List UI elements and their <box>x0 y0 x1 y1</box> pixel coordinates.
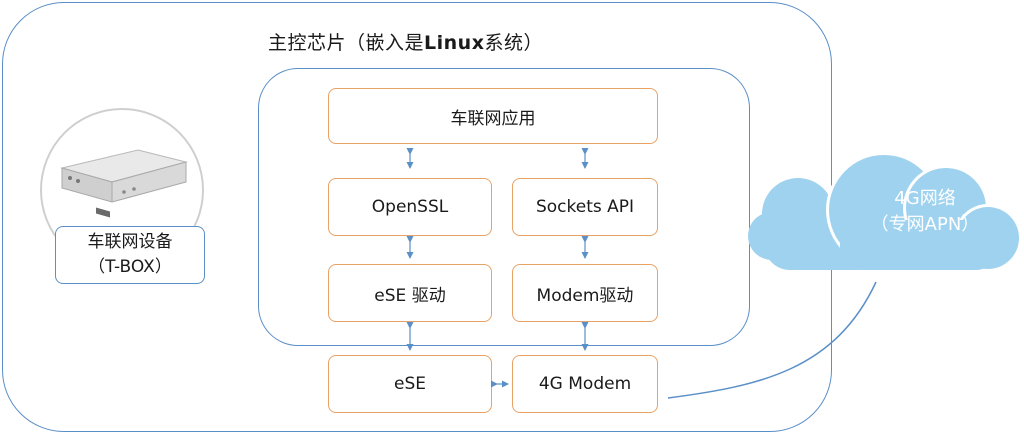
device-model: （T-BOX） <box>88 257 172 277</box>
vehicle-app-module: 车联网应用 <box>328 88 658 144</box>
ese-module: eSE <box>328 355 492 413</box>
cloud-icon <box>748 152 1022 272</box>
network-apn: （专网APN） <box>870 214 980 235</box>
network-label: 4G网络 （专网APN） <box>850 186 1000 238</box>
ese-driver-module: eSE 驱动 <box>328 264 492 322</box>
vehicle-device-label: 车联网设备 （T-BOX） <box>55 226 205 284</box>
main-chip-container <box>258 68 750 346</box>
tbox-device-icon <box>60 149 188 218</box>
wireless-link-line <box>667 281 877 399</box>
device-name: 车联网设备 <box>87 232 173 252</box>
4g-modem-module: 4G Modem <box>512 355 658 413</box>
modem-driver-module: Modem驱动 <box>512 264 658 322</box>
sockets-api-module: Sockets API <box>512 178 658 236</box>
chip-title: 主控芯片（嵌入是Linux系统） <box>268 32 543 54</box>
network-name: 4G网络 <box>894 188 956 209</box>
connector-arrows <box>406 148 589 388</box>
openssl-module: OpenSSL <box>328 178 492 236</box>
